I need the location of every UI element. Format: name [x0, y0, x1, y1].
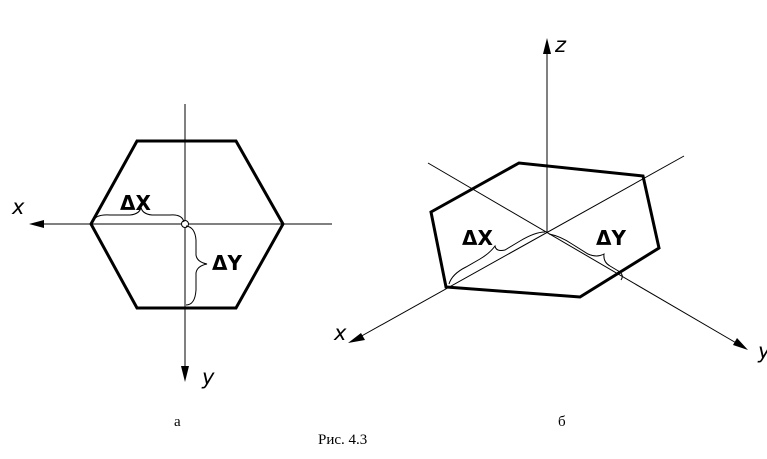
left-delta-x-brace — [92, 206, 185, 223]
right-x-axis-label: x — [333, 321, 347, 345]
right-delta-y-brace — [548, 233, 623, 281]
right-sublabel: б — [558, 414, 566, 430]
left-hexagon — [89, 139, 285, 310]
right-z-arrowhead — [543, 38, 551, 54]
left-x-axis-label: x — [11, 195, 25, 219]
right-x-axis — [357, 155, 685, 339]
left-view: x y ΔX ΔY а — [11, 104, 332, 430]
left-delta-x-label: ΔX — [120, 191, 151, 215]
right-hexagon — [429, 161, 661, 299]
left-delta-y-brace — [185, 225, 208, 306]
right-delta-x-label: ΔX — [462, 226, 493, 250]
right-delta-y-label: ΔY — [596, 226, 626, 250]
right-y-axis-label: y — [757, 339, 767, 363]
left-delta-y-label: ΔY — [212, 251, 242, 275]
right-y-axis — [427, 162, 739, 345]
left-y-axis-label: y — [201, 365, 215, 389]
right-x-arrowhead — [348, 333, 365, 343]
right-z-axis-label: z — [554, 33, 567, 57]
left-y-arrowhead — [181, 366, 189, 382]
right-y-arrowhead — [733, 338, 748, 350]
right-delta-x-brace — [448, 231, 546, 285]
left-sublabel: а — [174, 414, 181, 430]
right-view: z x y ΔX ΔY б — [333, 33, 767, 430]
figure-caption: Рис. 4.3 — [318, 432, 367, 448]
left-x-arrowhead — [29, 220, 44, 228]
